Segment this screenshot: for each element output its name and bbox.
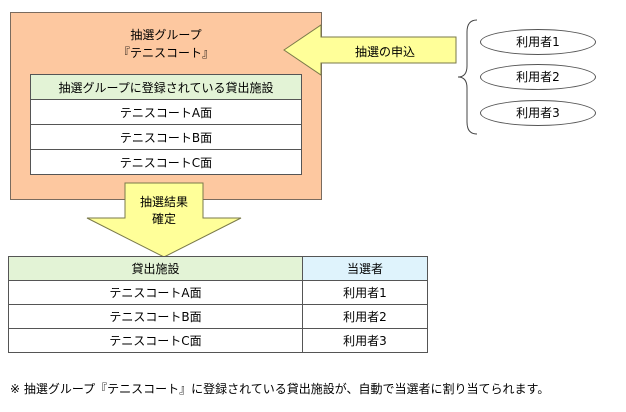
result-winner-cell: 利用者3	[302, 328, 428, 353]
facility-cell: テニスコートC面	[30, 149, 302, 175]
result-arrow-label-line1: 抽選結果	[139, 195, 188, 209]
lottery-group-title-line1: 抽選グループ	[130, 28, 202, 42]
result-facility-cell: テニスコートB面	[8, 304, 303, 329]
result-winner-cell: 利用者1	[302, 280, 428, 305]
registered-facilities-table: 抽選グループに登録されている貸出施設 テニスコートA面 テニスコートB面 テニス…	[30, 74, 302, 175]
result-facility-cell: テニスコートA面	[8, 280, 303, 305]
facility-cell: テニスコートA面	[30, 99, 302, 125]
lottery-group-title: 抽選グループ 『テニスコート』	[10, 26, 322, 62]
user-oval: 利用者1	[480, 29, 596, 55]
result-header-winner: 当選者	[302, 256, 428, 281]
footnote: ※ 抽選グループ『テニスコート』に登録されている貸出施設が、自動で当選者に割り当…	[10, 382, 550, 396]
registered-facilities-header: 抽選グループに登録されている貸出施設	[30, 74, 302, 100]
request-arrow	[283, 24, 457, 76]
result-winner-cell: 利用者2	[302, 304, 428, 329]
result-arrow-label: 抽選結果 確定	[118, 194, 210, 228]
facility-cell: テニスコートB面	[30, 124, 302, 150]
table-row: テニスコートC面 利用者3	[8, 328, 428, 353]
result-table: 貸出施設 当選者 テニスコートA面 利用者1 テニスコートB面 利用者2 テニス…	[8, 256, 428, 353]
user-oval: 利用者2	[480, 64, 596, 90]
lottery-group-title-line2: 『テニスコート』	[117, 46, 214, 60]
result-header-facility: 貸出施設	[8, 256, 303, 281]
result-arrow	[86, 182, 242, 258]
request-label: 抽選の申込	[354, 45, 415, 59]
table-row: テニスコートA面 利用者1	[8, 280, 428, 305]
table-row: テニスコートB面 利用者2	[8, 304, 428, 329]
user-oval: 利用者3	[480, 100, 596, 126]
result-arrow-label-line2: 確定	[151, 212, 176, 226]
curly-brace-icon	[457, 19, 478, 135]
result-facility-cell: テニスコートC面	[8, 328, 303, 353]
